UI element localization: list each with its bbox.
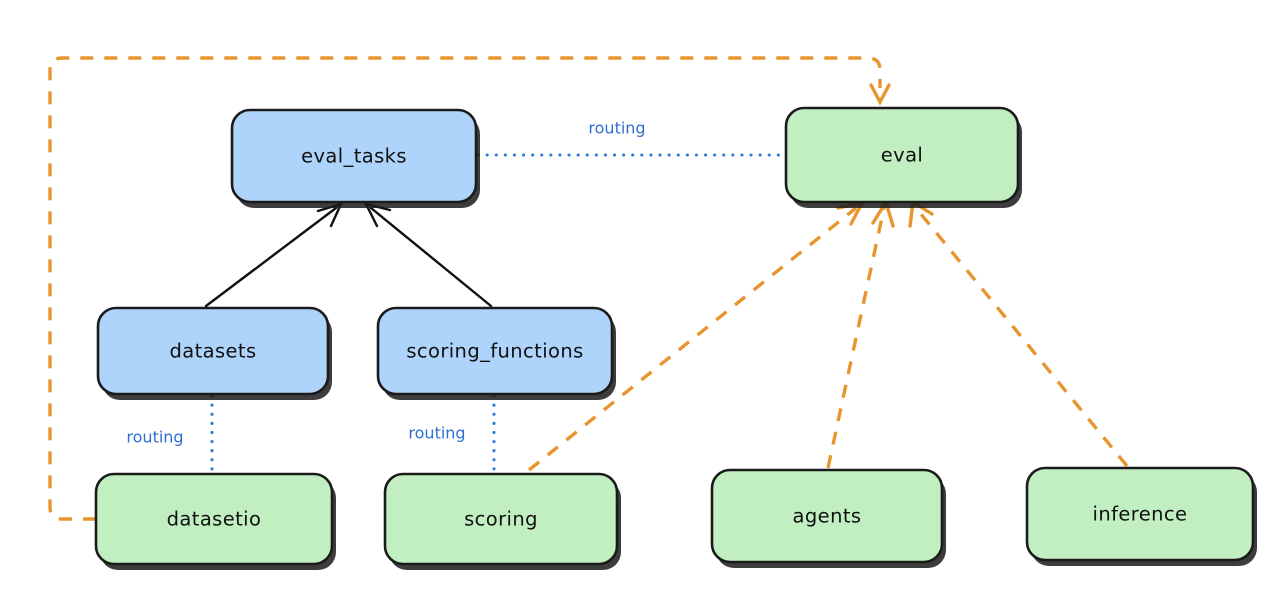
edge-path-datasetio-eval [48, 56, 882, 521]
node-label-datasets: datasets [169, 340, 256, 363]
node-rect-scoring[interactable] [383, 472, 619, 566]
edge-datasets-datasetio: routing [126, 394, 214, 474]
node-layer: eval_tasks eval datasets scoring_functio… [94, 106, 1257, 570]
node-label-eval: eval [881, 144, 924, 167]
node-label-eval_tasks: eval_tasks [301, 145, 407, 168]
edge-label-routing-datasets-datasetio: routing [126, 428, 183, 447]
node-inference[interactable]: inference [1025, 466, 1257, 566]
node-label-datasetio: datasetio [167, 508, 262, 531]
edge-path-inference-eval [914, 206, 1129, 468]
edge-label-routing-eval_tasks-eval: routing [588, 119, 645, 138]
node-scoring_functions[interactable]: scoring_functions [376, 306, 616, 400]
node-datasets[interactable]: datasets [96, 306, 332, 400]
edge-datasets-eval_tasks [204, 202, 344, 308]
edge-scoring_functions-eval_tasks [363, 202, 493, 308]
node-eval[interactable]: eval [784, 106, 1022, 208]
edge-inference-eval [908, 199, 1129, 468]
node-eval_tasks[interactable]: eval_tasks [230, 108, 480, 208]
edge-agents-eval [826, 197, 895, 469]
node-scoring[interactable]: scoring [383, 472, 621, 570]
edge-path-datasets-eval_tasks [204, 206, 338, 308]
arrowhead-datasetio-eval [869, 83, 891, 106]
node-label-agents: agents [793, 505, 862, 528]
edge-layer: routing routing routing [48, 56, 1129, 521]
node-rect-datasets[interactable] [96, 306, 330, 396]
node-label-scoring: scoring [464, 508, 538, 531]
node-rect-eval[interactable] [784, 106, 1020, 204]
node-agents[interactable]: agents [710, 468, 946, 568]
edge-path-agents-eval [826, 207, 886, 469]
node-rect-inference[interactable] [1025, 466, 1255, 562]
edge-eval_tasks-eval: routing [476, 119, 786, 157]
edge-datasetio-eval [48, 56, 891, 521]
node-rect-agents[interactable] [710, 468, 944, 564]
node-label-inference: inference [1093, 503, 1188, 526]
node-rect-datasetio[interactable] [94, 472, 334, 566]
node-datasetio[interactable]: datasetio [94, 472, 336, 570]
edge-label-routing-scoring_functions-scoring: routing [408, 424, 465, 443]
node-rect-eval_tasks[interactable] [230, 108, 478, 204]
node-label-scoring_functions: scoring_functions [406, 340, 583, 363]
edge-path-scoring_functions-eval_tasks [369, 206, 493, 308]
node-rect-scoring_functions[interactable] [376, 306, 614, 396]
edge-scoring_functions-scoring: routing [408, 394, 496, 474]
